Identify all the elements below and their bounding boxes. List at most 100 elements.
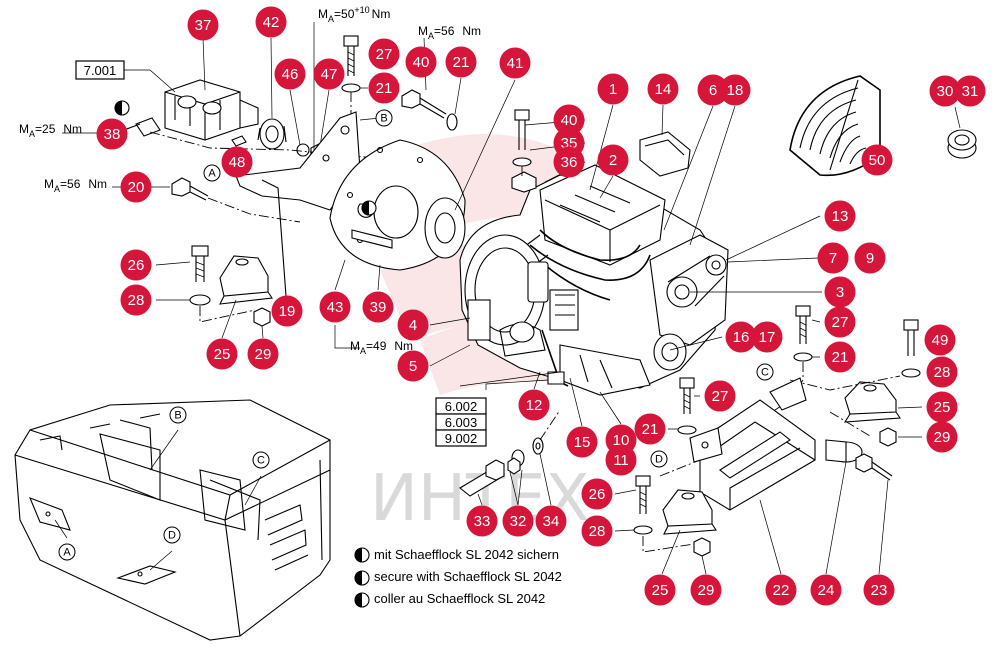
torque-value: =50 [334,7,355,21]
part-callout: 27 [704,380,736,412]
legend-markers [114,100,377,608]
part-callout: 29 [247,338,279,370]
callout-circle [644,574,676,606]
part-callout: 37 [187,9,219,41]
legend-line: mit Schaefflock SL 2042 sichern [374,547,559,562]
torque-symbol: M [318,7,328,21]
callout-number: 25 [652,582,669,599]
fan-guard-50 [789,75,881,177]
part-callout: 29 [690,574,722,606]
torque-unit: Nm [462,24,481,38]
callout-number: 27 [376,46,393,63]
torque-symbol: M [44,177,54,191]
callout-number: 34 [543,513,560,530]
flywheel-plate [329,79,516,349]
part-callout: 21 [634,413,666,445]
torque-unit: Nm [394,339,413,353]
callout-circle [765,574,797,606]
torque-unit: Nm [63,122,82,136]
callout-circle [120,284,152,316]
callout-number: 36 [561,154,578,171]
part-callout: 20 [120,171,152,203]
callout-number: 28 [589,523,606,540]
engine-mount-left [155,179,287,339]
view-letter-circle [169,406,187,424]
reference-box: 9.002 [435,429,487,447]
callout-number: 14 [655,81,672,98]
part-callout: 17 [751,321,783,353]
part-callout: 2 [597,144,629,176]
callout-number: 25 [934,399,951,416]
boxed-ref-leaders [485,379,549,390]
frame-assembly [14,399,331,641]
part-callout: 18 [719,74,751,106]
part-callout: 25 [206,338,238,370]
callout-circle [954,75,986,107]
callout-circle [581,515,613,547]
callout-number: 21 [376,80,393,97]
view-letter: D [163,526,181,544]
view-letter: B [375,109,393,127]
view-letter: A [58,543,76,561]
callout-circle [581,478,613,510]
reference-box: 6.003 [435,413,487,431]
torque-symbol: M [418,24,428,38]
part-callout: 21 [445,46,477,78]
callout-number: 37 [195,17,212,34]
torque-value: =56 [60,177,81,191]
part-callout: 28 [581,515,613,547]
callout-circle [499,47,531,79]
torque-unit: Nm [372,7,391,21]
part-callout: 31 [954,75,986,107]
reference-box-label: 7.001 [84,63,117,78]
drain-plug-assembly [459,409,561,506]
part-callout: 27 [368,38,400,70]
part-callout: 46 [274,58,306,90]
engine-block [459,131,729,396]
callout-circle [466,505,498,537]
part-callout: 47 [313,58,345,90]
callout-circle [445,46,477,78]
part-callout: 14 [647,73,679,105]
torque-subscript: A [54,184,60,194]
part-callout: 15 [566,426,598,458]
view-letter-text: A [208,168,216,180]
callout-number: 42 [263,14,280,31]
callout-number: 18 [727,82,744,99]
callout-circle [929,75,961,107]
callout-number: 38 [104,126,121,143]
view-letter-circle [203,164,221,182]
legend-line: secure with Schaefflock SL 2042 [374,569,562,584]
view-letter-circle [756,363,774,381]
view-letter-circle [375,109,393,127]
callout-circle [255,6,287,38]
callout-circle [535,505,567,537]
torque-value: =49 [366,339,387,353]
view-letter-text: D [168,530,176,542]
part-callout: 40 [405,46,437,78]
torque-symbol: M [350,339,360,353]
callout-circle [824,200,856,232]
view-letter-circle [650,450,668,468]
part-callout: 50 [861,144,893,176]
callout-circle [368,72,400,104]
bushing-30-31 [947,106,977,159]
callout-number: 23 [871,582,888,599]
part-callout: 28 [120,284,152,316]
callout-circle [502,505,534,537]
callout-circle [397,350,429,382]
reference-box-frame [75,60,125,80]
callout-circle [725,321,757,353]
callout-number: 48 [229,154,246,171]
torque-value: =25 [35,122,56,136]
callout-number: 50 [869,152,886,169]
part-callout: 42 [255,6,287,38]
callout-number: 7 [829,250,837,267]
part-callout: 23 [863,574,895,606]
callout-number: 12 [526,397,543,414]
